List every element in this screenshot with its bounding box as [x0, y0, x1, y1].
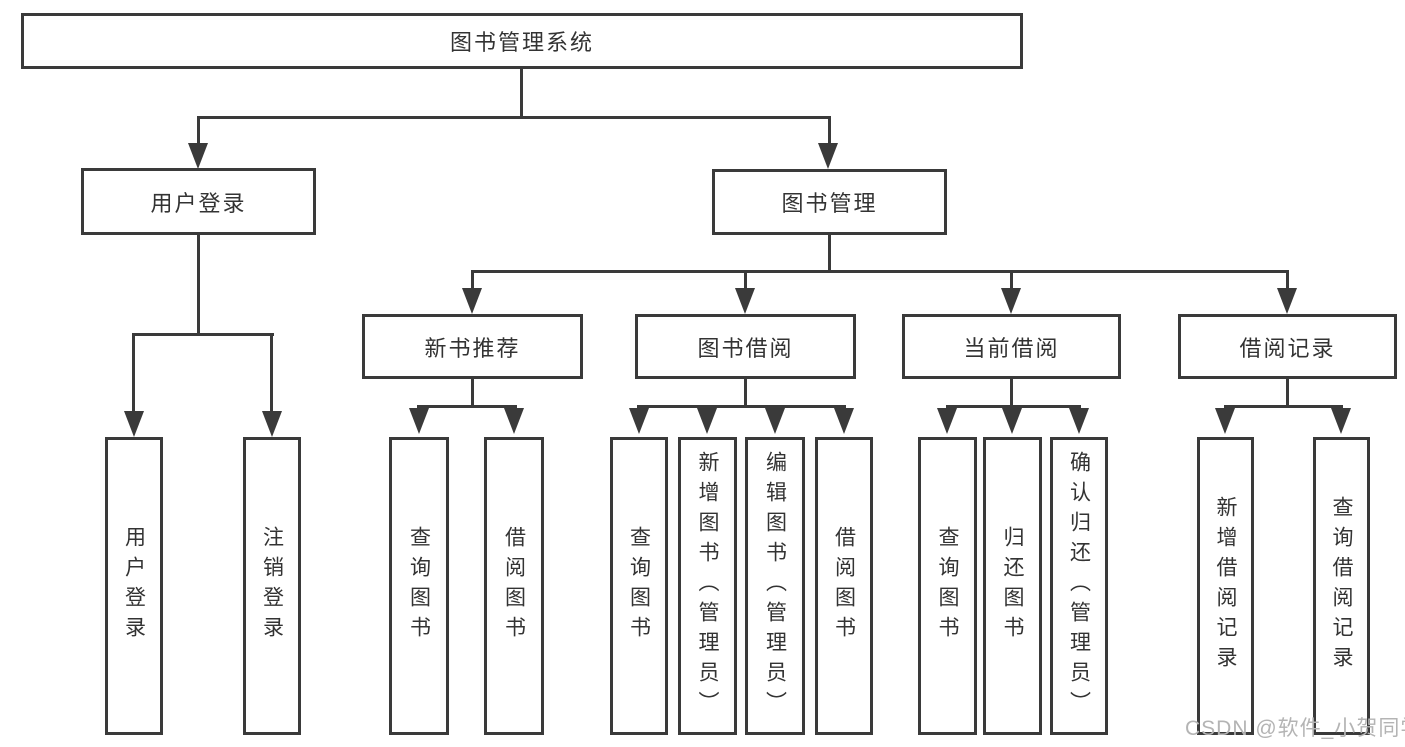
arrow-down-icon [765, 408, 785, 434]
leaf-add-book-admin: 新增图书（管理员） [678, 437, 737, 735]
leaf-confirm-return-admin: 确认归还（管理员） [1050, 437, 1108, 735]
arrow-down-icon [462, 288, 482, 314]
node-new-book-recommend-label: 新书推荐 [424, 335, 521, 361]
connector-line [744, 270, 747, 288]
arrow-down-icon [1277, 288, 1297, 314]
arrow-down-icon [834, 408, 854, 434]
node-library-system: 图书管理系统 [21, 13, 1023, 69]
connector-line [520, 69, 523, 118]
leaf-user-login: 用户登录 [105, 437, 163, 735]
arrow-down-icon [937, 408, 957, 434]
arrow-down-icon [1002, 408, 1022, 434]
arrow-down-icon [1069, 408, 1089, 434]
arrow-down-icon [1215, 408, 1235, 434]
leaf-borrow-books-borrowing-label: 借阅图书 [832, 526, 856, 646]
connector-line [471, 379, 474, 407]
node-book-borrowing-label: 图书借阅 [697, 335, 794, 361]
node-borrowing-records: 借阅记录 [1178, 314, 1397, 379]
leaf-query-books-borrowing: 查询图书 [610, 437, 668, 735]
leaf-return-books-label: 归还图书 [1001, 526, 1024, 646]
connector-line [270, 333, 273, 411]
connector-line [472, 270, 1288, 273]
leaf-query-books-current: 查询图书 [918, 437, 977, 735]
node-book-borrowing: 图书借阅 [635, 314, 856, 379]
leaf-borrow-books-recommend-label: 借阅图书 [502, 526, 526, 646]
leaf-borrow-books-borrowing: 借阅图书 [815, 437, 873, 735]
arrow-down-icon [818, 143, 838, 169]
watermark: CSDN @软件_小贺同学 [1185, 717, 1405, 740]
node-library-system-label: 图书管理系统 [449, 30, 594, 55]
arrow-down-icon [188, 143, 208, 169]
node-current-borrowing: 当前借阅 [902, 314, 1121, 379]
connector-line [197, 116, 200, 146]
node-user-login: 用户登录 [81, 168, 316, 235]
connector-line [197, 235, 200, 335]
leaf-logout-label: 注销登录 [260, 526, 284, 646]
leaf-borrow-books-recommend: 借阅图书 [484, 437, 544, 735]
arrow-down-icon [697, 408, 717, 434]
leaf-query-borrow-record-label: 查询借阅记录 [1330, 496, 1353, 676]
connector-line [417, 405, 517, 408]
leaf-add-borrow-record: 新增借阅记录 [1197, 437, 1254, 735]
leaf-edit-book-admin-label: 编辑图书（管理员） [763, 451, 787, 721]
connector-line [197, 116, 831, 119]
connector-line [744, 379, 747, 407]
leaf-add-book-admin-label: 新增图书（管理员） [696, 451, 719, 721]
node-book-management-label: 图书管理 [781, 191, 878, 216]
leaf-return-books: 归还图书 [983, 437, 1042, 735]
node-new-book-recommend: 新书推荐 [362, 314, 583, 379]
arrow-down-icon [124, 411, 144, 437]
arrow-down-icon [262, 411, 282, 437]
leaf-confirm-return-admin-label: 确认归还（管理员） [1067, 451, 1091, 721]
arrow-down-icon [1331, 408, 1351, 434]
connector-line [1224, 405, 1343, 408]
connector-line [946, 405, 1081, 408]
connector-line [637, 405, 846, 408]
arrow-down-icon [629, 408, 649, 434]
arrow-down-icon [1001, 288, 1021, 314]
arrow-down-icon [504, 408, 524, 434]
leaf-query-books-recommend-label: 查询图书 [407, 526, 431, 646]
connector-line [133, 333, 274, 336]
connector-line [1286, 270, 1289, 288]
leaf-logout: 注销登录 [243, 437, 301, 735]
node-user-login-label: 用户登录 [150, 190, 247, 216]
leaf-add-borrow-record-label: 新增借阅记录 [1214, 496, 1237, 676]
leaf-query-borrow-record: 查询借阅记录 [1313, 437, 1370, 735]
connector-line [828, 116, 831, 146]
node-borrowing-records-label: 借阅记录 [1239, 335, 1336, 361]
node-current-borrowing-label: 当前借阅 [963, 335, 1060, 361]
leaf-query-books-current-label: 查询图书 [936, 526, 959, 646]
leaf-user-login-label: 用户登录 [122, 526, 146, 646]
connector-line [1010, 270, 1013, 288]
connector-line [828, 235, 831, 273]
connector-line [132, 333, 135, 411]
node-book-management: 图书管理 [712, 169, 947, 235]
arrow-down-icon [409, 408, 429, 434]
connector-line [471, 270, 474, 288]
connector-line [1010, 379, 1013, 407]
arrow-down-icon [735, 288, 755, 314]
leaf-query-books-borrowing-label: 查询图书 [627, 526, 651, 646]
leaf-query-books-recommend: 查询图书 [389, 437, 449, 735]
leaf-edit-book-admin: 编辑图书（管理员） [745, 437, 805, 735]
connector-line [1286, 379, 1289, 407]
